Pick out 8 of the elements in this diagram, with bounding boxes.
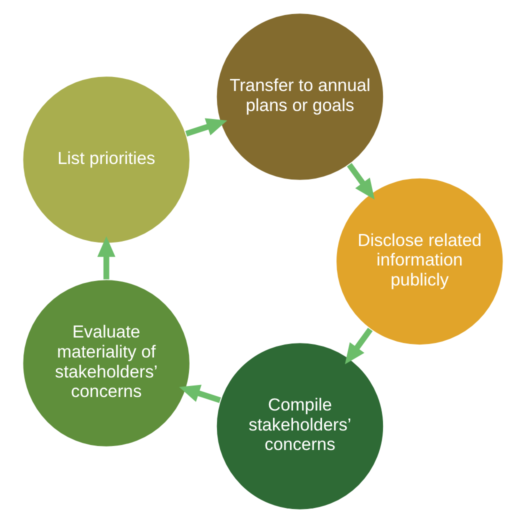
arrow xyxy=(185,118,228,137)
node-circle: Evaluate materiality of stakeholders’ concerns xyxy=(22,279,191,448)
node-circle: Transfer to annual plans or goals xyxy=(216,12,384,182)
node-circle: List priorities xyxy=(22,75,191,244)
arrow xyxy=(179,384,221,404)
arrow xyxy=(97,236,116,280)
arrow xyxy=(346,163,375,200)
arrow xyxy=(344,328,373,364)
